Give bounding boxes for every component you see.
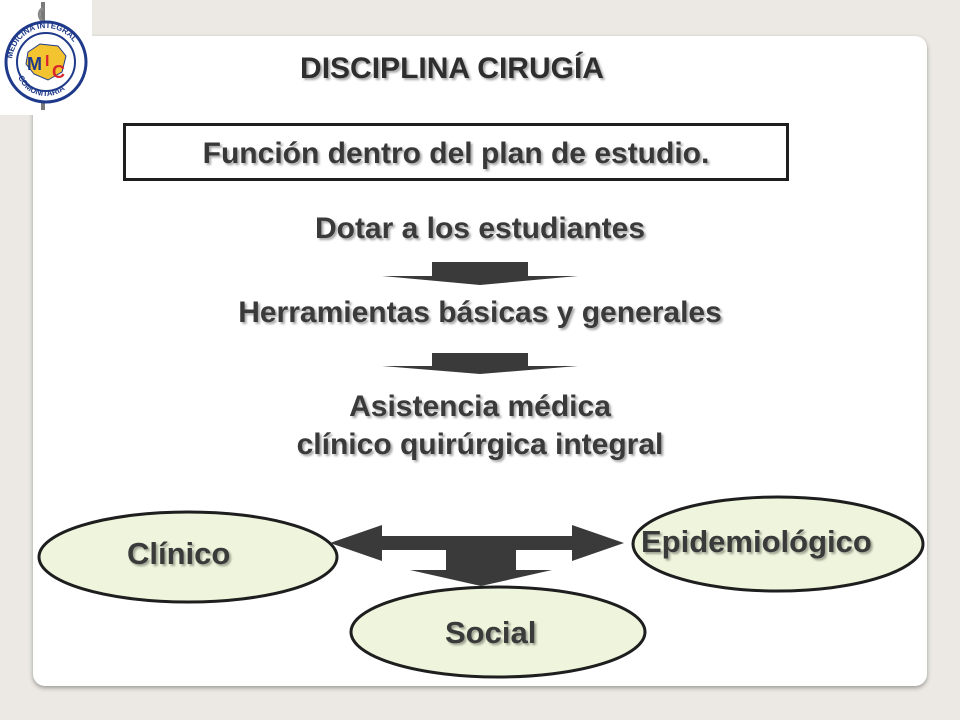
node-ellipse-clinical (37, 510, 339, 604)
function-label: Función dentro del plan de estudio. (202, 137, 710, 170)
result-line-1: Asistencia médica (349, 390, 611, 423)
svg-text:I: I (45, 53, 49, 70)
double-arrow-icon (330, 525, 624, 586)
node-clinical-label: Clínico (127, 536, 231, 571)
step-provide-students: Dotar a los estudiantes (314, 212, 646, 245)
step-basic-tools: Herramientas básicas y generales (238, 296, 722, 329)
node-ellipse-epidemiological (631, 495, 925, 593)
slide-title: DISCIPLINA CIRUGÍA (300, 52, 604, 85)
function-box (123, 123, 789, 181)
mic-logo-icon: MEDICINA INTEGRAL COMUNITARIA M I C (4, 2, 88, 110)
svg-text:C: C (52, 62, 65, 82)
logo-container: MEDICINA INTEGRAL COMUNITARIA M I C (0, 0, 92, 115)
node-epidemiological-label: Epidemiológico (641, 524, 872, 559)
result-line-2: clínico quirúrgica integral (296, 428, 664, 461)
node-social-label: Social (445, 615, 537, 650)
svg-text:M: M (27, 54, 42, 74)
down-arrow-icon (382, 262, 578, 285)
node-ellipse-social (349, 585, 647, 679)
down-arrow-icon (382, 353, 578, 374)
